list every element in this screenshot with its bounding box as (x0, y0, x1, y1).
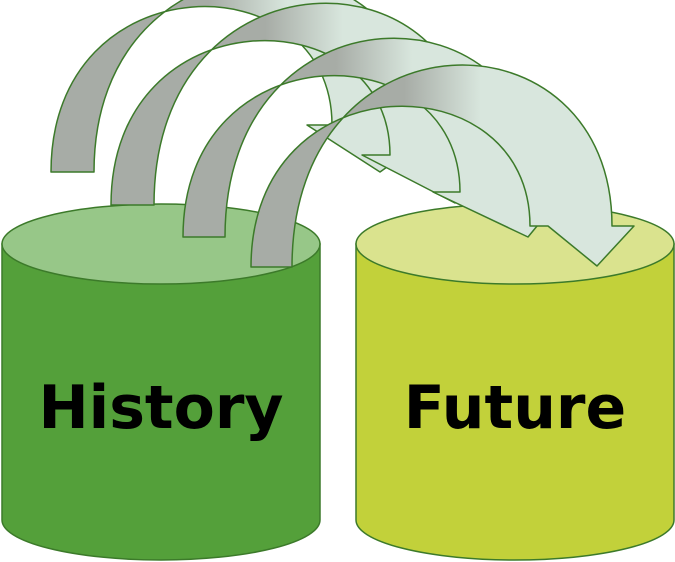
history-cylinder: History (1, 203, 321, 561)
history-cylinder-top (1, 203, 321, 285)
future-cylinder-body (355, 243, 675, 561)
future-cylinder: Future (355, 203, 675, 561)
curved-arrow (250, 64, 635, 268)
future-label: Future (404, 373, 626, 443)
transfer-arrows (50, 0, 635, 268)
history-label: History (38, 373, 283, 443)
history-cylinder-body (1, 243, 321, 561)
